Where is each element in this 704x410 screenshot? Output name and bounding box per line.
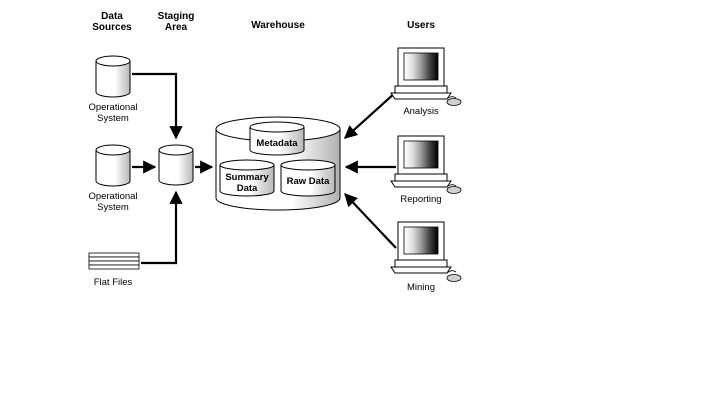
operational-system-2-label-line2: System [97,202,129,213]
users-to-warehouse-arrows [344,91,397,249]
metadata-label: Metadata [256,138,298,149]
operational-system-2-database-icon [95,144,131,187]
analysis-label: Analysis [403,106,439,117]
mining-computer-icon [390,221,462,282]
analysis-computer-icon [390,47,462,106]
header-data-sources-line2: Sources [92,22,132,33]
reporting-computer-icon [390,135,462,194]
reporting-label: Reporting [400,194,441,205]
raw-data-label: Raw Data [287,176,330,187]
mining-label: Mining [407,282,435,293]
operational-system-2-label-line1: Operational [88,191,137,202]
header-users: Users [407,20,435,31]
operational-system-1-label-line2: System [97,113,129,124]
header-staging-area-line1: Staging [158,11,195,22]
header-warehouse: Warehouse [251,20,305,31]
flat-files-label: Flat Files [94,277,133,288]
summary-data-label-line2: Data [237,183,258,194]
source-to-staging-arrows [132,72,183,265]
header-data-sources-line1: Data [101,11,123,22]
staging-area-database-icon [158,144,194,186]
summary-data-database-icon [219,159,275,197]
operational-system-1-database-icon [95,55,131,98]
summary-data-label-line1: Summary [225,172,269,183]
operational-system-1-label-line1: Operational [88,102,137,113]
metadata-database-icon [249,121,305,156]
header-staging-area-line2: Area [165,22,188,33]
raw-data-database-icon [280,159,336,197]
flat-files-icon [88,252,140,270]
